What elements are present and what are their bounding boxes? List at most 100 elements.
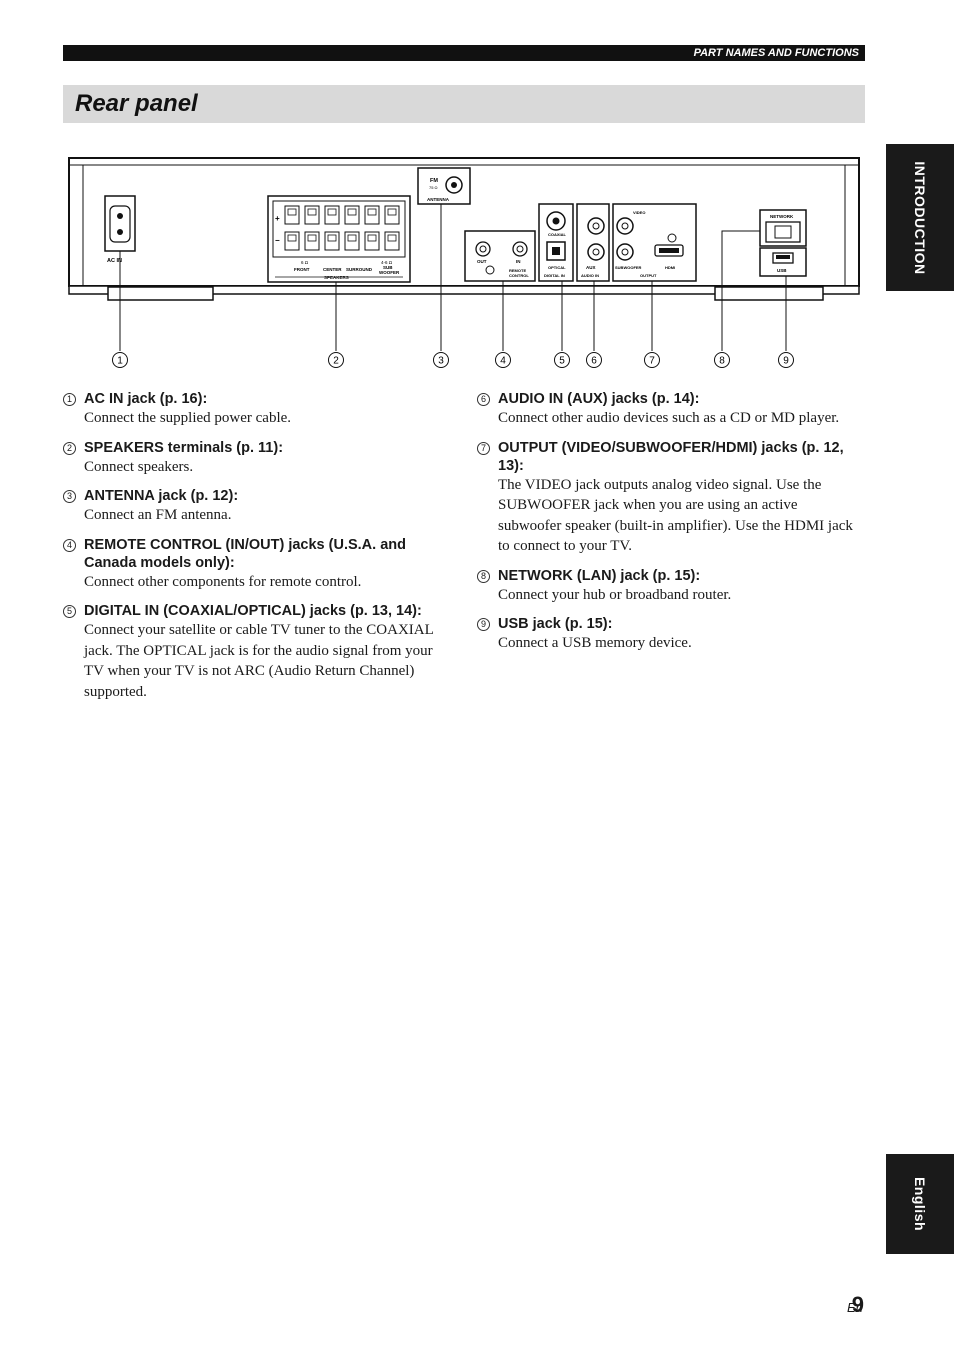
item-heading: REMOTE CONTROL (IN/OUT) jacks (U.S.A. an… — [84, 536, 406, 571]
page-number: 9 — [851, 1292, 864, 1317]
callout-number: 6 — [586, 352, 602, 368]
remote-out-label: OUT — [477, 259, 487, 264]
description-item: 7 OUTPUT (VIDEO/SUBWOOFER/HDMI) jacks (p… — [477, 439, 855, 557]
speaker-terminal — [304, 231, 320, 251]
callout-label: 3 — [438, 356, 444, 367]
description-item: 5 DIGITAL IN (COAXIAL/OPTICAL) jacks (p.… — [63, 602, 455, 702]
callout-number: 2 — [328, 352, 344, 368]
speaker-ohm4: 4-6 Ω — [381, 260, 393, 265]
callout-number: 7 — [644, 352, 660, 368]
leader-line — [721, 230, 760, 351]
description-item: 1 AC IN jack (p. 16): Connect the suppli… — [63, 390, 455, 429]
callout-label: 1 — [117, 356, 123, 367]
callout-label: 4 — [500, 356, 506, 367]
callout-label: 7 — [649, 356, 655, 367]
item-heading: ANTENNA jack (p. 12): — [84, 488, 239, 504]
speaker-terminals: + − 6 Ω 4-6 Ω FRONT CENTER SURROUND SUB … — [267, 195, 411, 283]
item-heading: SPEAKERS terminals (p. 11): — [84, 439, 284, 456]
callout-label: 9 — [783, 356, 789, 367]
callout-number: 3 — [433, 352, 449, 368]
item-description: The VIDEO jack outputs analog video sign… — [498, 476, 853, 555]
sub-label: SUB — [383, 265, 393, 270]
fm-label: FM — [430, 178, 438, 184]
item-number: 7 — [477, 441, 490, 455]
digital-in-label: DIGITAL IN — [544, 273, 565, 278]
description-item: 4 REMOTE CONTROL (IN/OUT) jacks (U.S.A. … — [63, 536, 455, 593]
item-number: 6 — [477, 393, 490, 406]
item-heading: AC IN jack (p. 16): — [84, 391, 208, 407]
speaker-terminal — [364, 205, 380, 225]
item-description: Connect the supplied power cable. — [84, 410, 292, 426]
item-number: 2 — [63, 441, 76, 455]
speaker-ohm6: 6 Ω — [301, 260, 309, 265]
speaker-terminal — [344, 231, 360, 251]
callout-label: 5 — [559, 356, 565, 367]
language-tab-label: English — [912, 1176, 928, 1232]
speaker-terminal — [284, 205, 300, 225]
item-heading: AUDIO IN (AUX) jacks (p. 14): — [498, 391, 700, 407]
item-number: 8 — [477, 569, 490, 583]
woofer-label: WOOFER — [379, 270, 400, 275]
item-number: 3 — [63, 490, 76, 503]
item-description: Connect your satellite or cable TV tuner… — [84, 622, 434, 700]
hdmi-label: HDMI — [665, 265, 675, 270]
section-header-bar: PART NAMES AND FUNCTIONS — [63, 45, 865, 61]
speaker-terminal — [324, 205, 340, 225]
callout-label: 6 — [591, 356, 597, 367]
item-heading: DIGITAL IN (COAXIAL/OPTICAL) jacks (p. 1… — [84, 603, 422, 619]
video-label: VIDEO — [633, 210, 645, 215]
item-description: Connect an FM antenna. — [84, 507, 232, 523]
output-label: OUTPUT — [640, 273, 657, 278]
callout-number: 4 — [495, 352, 511, 368]
description-item: 3 ANTENNA jack (p. 12): Connect an FM an… — [63, 487, 455, 526]
speakers-label: SPEAKERS — [324, 275, 349, 280]
description-item: 8 NETWORK (LAN) jack (p. 15): Connect yo… — [477, 567, 855, 606]
item-description: Connect your hub or broadband router. — [498, 586, 732, 603]
speaker-plus: + — [275, 214, 280, 223]
foot-left — [107, 286, 214, 301]
surround-label: SURROUND — [346, 267, 373, 272]
speaker-terminal — [284, 231, 300, 251]
item-description: Connect other components for remote cont… — [84, 573, 362, 590]
item-description: Connect speakers. — [84, 458, 194, 475]
antenna-label: ANTENNA — [427, 197, 450, 202]
speaker-terminal — [384, 231, 400, 251]
item-number: 9 — [477, 618, 490, 631]
antenna-jack: FM 75 Ω ANTENNA — [417, 167, 471, 205]
optical-label: OPTICAL — [548, 265, 566, 270]
item-number: 4 — [63, 538, 76, 552]
item-heading: USB jack (p. 15): — [498, 616, 613, 632]
item-description: Connect other audio devices such as a CD… — [498, 410, 840, 426]
output-jacks: VIDEO SUBWOOFER HDMI OUTPUT — [612, 203, 697, 282]
remote-in-label: IN — [516, 259, 521, 264]
network-usb-jacks: NETWORK USB — [759, 209, 807, 277]
front-label: FRONT — [294, 267, 310, 272]
ac-in-jack: AC IN — [104, 195, 136, 264]
ac-in-label: AC IN — [107, 258, 122, 264]
foot-right — [714, 286, 824, 301]
description-item: 2 SPEAKERS terminals (p. 11): Connect sp… — [63, 439, 455, 478]
speaker-minus: − — [275, 236, 280, 245]
callout-label: 2 — [333, 356, 339, 367]
digital-in-jacks: COAXIAL OPTICAL DIGITAL IN — [538, 203, 574, 282]
speaker-terminal — [304, 205, 320, 225]
item-number: 5 — [63, 605, 76, 618]
introduction-tab-label: INTRODUCTION — [912, 160, 928, 275]
control-label: CONTROL — [509, 273, 529, 278]
description-item: 9 USB jack (p. 15): Connect a USB memory… — [477, 615, 855, 654]
introduction-tab: INTRODUCTION — [886, 144, 954, 291]
left-description-column: 1 AC IN jack (p. 16): Connect the suppli… — [63, 390, 455, 712]
audio-in-label: AUDIO IN — [581, 273, 599, 278]
remote-control-jacks: OUT IN REMOTE CONTROL — [464, 230, 536, 282]
speaker-terminal — [384, 205, 400, 225]
chassis-base — [68, 285, 860, 295]
fm-ohm-label: 75 Ω — [429, 185, 438, 190]
description-item: 6 AUDIO IN (AUX) jacks (p. 14): Connect … — [477, 390, 855, 429]
speaker-terminal — [364, 231, 380, 251]
title-band: Rear panel — [63, 85, 865, 123]
item-description: Connect a USB memory device. — [498, 635, 692, 651]
subwoofer-label: SUBWOOFER — [615, 265, 642, 270]
network-label: NETWORK — [770, 214, 794, 219]
usb-label: USB — [777, 268, 787, 273]
callout-label: 8 — [719, 356, 725, 367]
